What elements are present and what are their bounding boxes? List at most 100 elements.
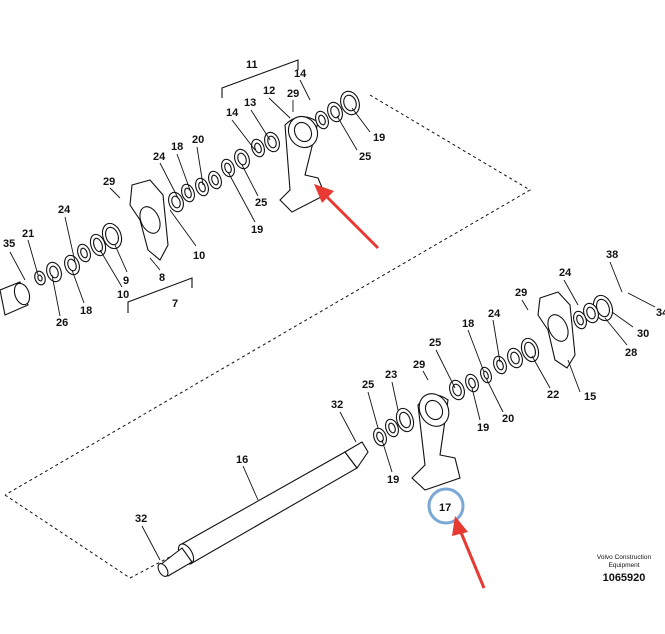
ring-seal-bore	[171, 195, 181, 209]
leader-line	[521, 299, 529, 311]
callout-18: 18	[80, 305, 92, 317]
ring-seal-bore	[496, 359, 504, 371]
ring-seal-bore	[80, 247, 88, 259]
group-bracket-7	[127, 277, 193, 313]
leader-line	[563, 279, 579, 306]
ring-seal-bore	[399, 411, 411, 429]
leader-line	[241, 164, 259, 197]
callout-34: 34	[656, 307, 665, 319]
callout-13: 13	[244, 97, 256, 109]
shaft-16	[157, 441, 369, 577]
callout-24: 24	[559, 267, 572, 279]
callout-22: 22	[547, 389, 559, 401]
ring-seal-bore	[237, 152, 247, 166]
leader-line	[485, 377, 504, 413]
leader-line	[27, 239, 39, 276]
leader-line	[604, 317, 628, 346]
ring-seal-bore	[468, 377, 476, 389]
bearing-housing-17	[411, 393, 461, 491]
leader-line	[141, 525, 161, 561]
callout-24: 24	[58, 204, 71, 216]
ring-seal-bore	[198, 181, 206, 193]
leader-line	[169, 209, 197, 247]
leader-line	[609, 261, 623, 293]
leader-line	[114, 244, 128, 273]
callout-19: 19	[387, 474, 399, 486]
sleeve-part	[0, 281, 31, 316]
caption-brand: Volvo Construction	[597, 554, 652, 561]
callout-24: 24	[488, 308, 501, 320]
leader-line	[227, 171, 256, 223]
ring-seal-bore	[254, 142, 262, 154]
leader-line	[242, 465, 259, 501]
assembly-outline-lower	[4, 494, 241, 579]
callout-14: 14	[226, 107, 239, 119]
callout-7: 7	[172, 298, 178, 310]
callout-20: 20	[502, 413, 514, 425]
ring-seal-bore	[49, 265, 59, 279]
callout-18: 18	[462, 318, 474, 330]
callout-9: 9	[123, 275, 129, 287]
ring-seal-bore	[510, 351, 520, 365]
leader-line	[64, 216, 76, 263]
ring-seal-bore	[586, 306, 596, 320]
callout-32: 32	[135, 513, 147, 525]
leader-line	[422, 370, 429, 381]
assembly-outline-upper	[4, 94, 531, 496]
leader-line	[391, 381, 399, 411]
leader-line	[531, 355, 551, 389]
bearing-housing-12	[279, 115, 326, 213]
callout-26: 26	[56, 317, 68, 329]
leader-line	[231, 119, 256, 151]
callout-32: 32	[331, 399, 343, 411]
caption-drawing-number: 1065920	[603, 572, 646, 584]
leader-line	[367, 391, 379, 429]
callout-10: 10	[193, 250, 205, 262]
leader-line	[149, 257, 161, 271]
leader-line	[99, 249, 123, 288]
red-arrow-lower	[452, 516, 486, 589]
callout-29: 29	[413, 359, 425, 371]
ring-seal-bore	[184, 187, 192, 199]
leader-line	[492, 319, 501, 363]
ring-seal-bore	[67, 258, 77, 272]
callout-19: 19	[477, 422, 489, 434]
leader-line	[611, 311, 634, 328]
callout-35: 35	[3, 238, 15, 250]
callout-12: 12	[263, 85, 275, 97]
callout-29: 29	[103, 176, 115, 188]
callout-29: 29	[287, 88, 299, 100]
bearing-block-15	[537, 291, 576, 369]
callout-23: 23	[385, 369, 397, 381]
callout-19: 19	[251, 224, 263, 236]
leader-line	[567, 359, 581, 393]
callout-25: 25	[359, 151, 371, 163]
callout-24: 24	[153, 151, 166, 163]
leader-line	[268, 97, 291, 119]
highlight-circle	[427, 487, 465, 525]
callout-29: 29	[515, 287, 527, 299]
ring-seal-bore	[105, 226, 119, 246]
ring-seal-bore	[576, 314, 584, 326]
leader-line	[339, 411, 357, 443]
bearing-block-8	[129, 179, 169, 261]
leader-line	[627, 292, 656, 308]
leader-line	[9, 251, 26, 281]
callout-19: 19	[373, 132, 385, 144]
leader-line	[435, 349, 456, 389]
leader-line	[250, 109, 271, 141]
callout-38: 38	[606, 249, 618, 261]
leader-line	[159, 162, 179, 199]
callout-16: 16	[236, 454, 248, 466]
leader-line	[336, 115, 358, 151]
callout-15: 15	[584, 391, 596, 403]
callout-10: 10	[117, 289, 129, 301]
ring-seal-bore	[388, 422, 396, 434]
ring-seal-bore	[330, 105, 340, 119]
callout-8: 8	[159, 272, 165, 284]
group-bracket-11	[221, 59, 299, 98]
ring-seal-bore	[92, 237, 104, 253]
callout-28: 28	[625, 347, 637, 359]
